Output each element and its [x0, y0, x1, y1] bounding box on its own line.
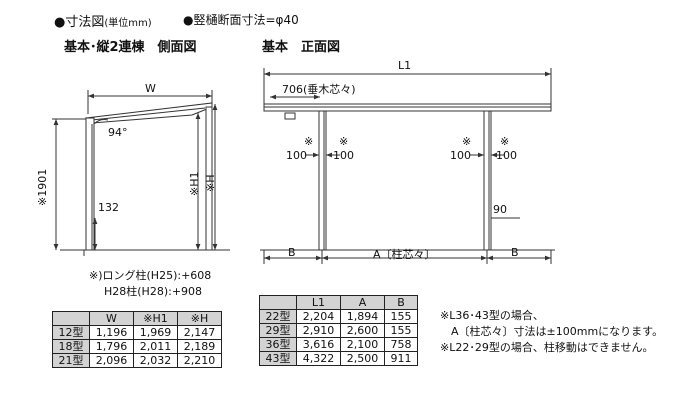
note-line-2: A〔柱芯々〕寸法は±100mmになります。: [451, 325, 664, 338]
table-row-header: 29型: [259, 323, 297, 338]
front-100-label-2: 100: [333, 149, 354, 162]
table-cell: 2,600: [340, 323, 385, 338]
dimensions-heading-label: ●寸法図: [54, 15, 105, 30]
side-post-left: [85, 117, 95, 251]
table-row: 29型 2,910 2,600 155: [259, 323, 418, 338]
table-cell: 155: [384, 309, 418, 324]
table-cell: 911: [384, 351, 418, 366]
note-line-1: ※L36･43型の場合、: [440, 309, 544, 322]
front-gutter-box: [284, 112, 296, 120]
table-header-cell: ※H: [177, 311, 222, 326]
table-row: 21型 2,096 2,032 2,210: [52, 353, 222, 368]
front-mark-2: ※: [339, 135, 349, 148]
table-row-header: 43型: [259, 351, 297, 366]
table-cell: 2,011: [133, 339, 178, 354]
table-header-cell: [52, 311, 90, 326]
front-b-right-label: B: [511, 246, 519, 259]
gutter-note: ●竪樋断面寸法=φ40: [183, 13, 299, 27]
front-mark-1: ※: [304, 135, 314, 148]
front-100-label-1: 100: [286, 149, 307, 162]
table-cell: 1,796: [89, 339, 134, 354]
front-post-right: [483, 110, 492, 251]
table-cell: 2,910: [296, 323, 341, 338]
front-spec-table: L1 A B 22型 2,204 1,894 155 29型 2,910 2,6…: [259, 295, 418, 366]
note-line-3: ※L22･29型の場合、柱移動はできません。: [440, 341, 654, 354]
front-100-label-4: 100: [496, 149, 517, 162]
table-cell: 2,500: [340, 351, 385, 366]
dimensions-heading: ●寸法図(単位mm): [54, 11, 152, 30]
table-cell: 4,322: [296, 351, 341, 366]
front-view-title: 基本 正面図: [262, 40, 341, 55]
table-row-header: 22型: [259, 309, 297, 324]
table-cell: 155: [384, 323, 418, 338]
table-cell: 1,894: [340, 309, 385, 324]
side-angle-label: 94°: [108, 126, 128, 139]
front-b-left-label: B: [288, 246, 296, 259]
side-roof-inner: [91, 107, 206, 121]
side-h-label: ※H: [204, 174, 217, 193]
front-mark-4: ※: [500, 135, 510, 148]
front-post-left: [318, 110, 327, 251]
front-l1-label: L1: [398, 59, 412, 72]
front-mark-3: ※: [462, 135, 472, 148]
front-90-label: 90: [493, 203, 507, 216]
table-cell: 758: [384, 337, 418, 352]
table-cell: 3,616: [296, 337, 341, 352]
table-row: 43型 4,322 2,500 911: [259, 351, 418, 366]
front-706-label: 706(垂木芯々): [282, 83, 356, 96]
front-a-label: A〔柱芯々〕: [373, 248, 436, 261]
table-header-cell: W: [89, 311, 134, 326]
side-bracket: [93, 119, 109, 125]
table-header-row: L1 A B: [259, 295, 418, 310]
side-view-title: 基本･縦2連棟 側面図: [64, 40, 197, 55]
table-cell: 2,096: [89, 353, 134, 368]
table-row: 12型 1,196 1,969 2,147: [52, 325, 222, 340]
table-cell: 2,147: [177, 325, 222, 340]
side-h1-label: ※H1: [188, 171, 201, 197]
table-header-cell: L1: [296, 295, 341, 310]
unit-label: (単位mm): [104, 18, 152, 29]
table-header-cell: [259, 295, 297, 310]
table-cell: 2,204: [296, 309, 341, 324]
table-cell: 2,100: [340, 337, 385, 352]
side-spec-table: W ※H1 ※H 12型 1,196 1,969 2,147 18型 1,796…: [52, 311, 222, 368]
side-132-label: 132: [98, 201, 119, 214]
table-cell: 2,210: [177, 353, 222, 368]
side-1901-label: ※1901: [36, 168, 49, 206]
table-row-header: 18型: [52, 339, 90, 354]
table-cell: 1,196: [89, 325, 134, 340]
table-row-header: 21型: [52, 353, 90, 368]
side-w-label: W: [145, 82, 156, 95]
long-post-note-1: ※)ロング柱(H25):+608: [89, 269, 212, 282]
table-header-cell: B: [384, 295, 418, 310]
table-header-row: W ※H1 ※H: [52, 311, 222, 326]
table-row-header: 36型: [259, 337, 297, 352]
table-row: 18型 1,796 2,011 2,189: [52, 339, 222, 354]
table-row: 22型 2,204 1,894 155: [259, 309, 418, 324]
table-row: 36型 3,616 2,100 758: [259, 337, 418, 352]
table-row-header: 12型: [52, 325, 90, 340]
table-cell: 2,032: [133, 353, 178, 368]
table-cell: 1,969: [133, 325, 178, 340]
table-header-cell: A: [340, 295, 385, 310]
long-post-note-2: H28柱(H28):+908: [104, 285, 203, 298]
table-cell: 2,189: [177, 339, 222, 354]
table-header-cell: ※H1: [133, 311, 178, 326]
front-100-label-3: 100: [450, 149, 471, 162]
